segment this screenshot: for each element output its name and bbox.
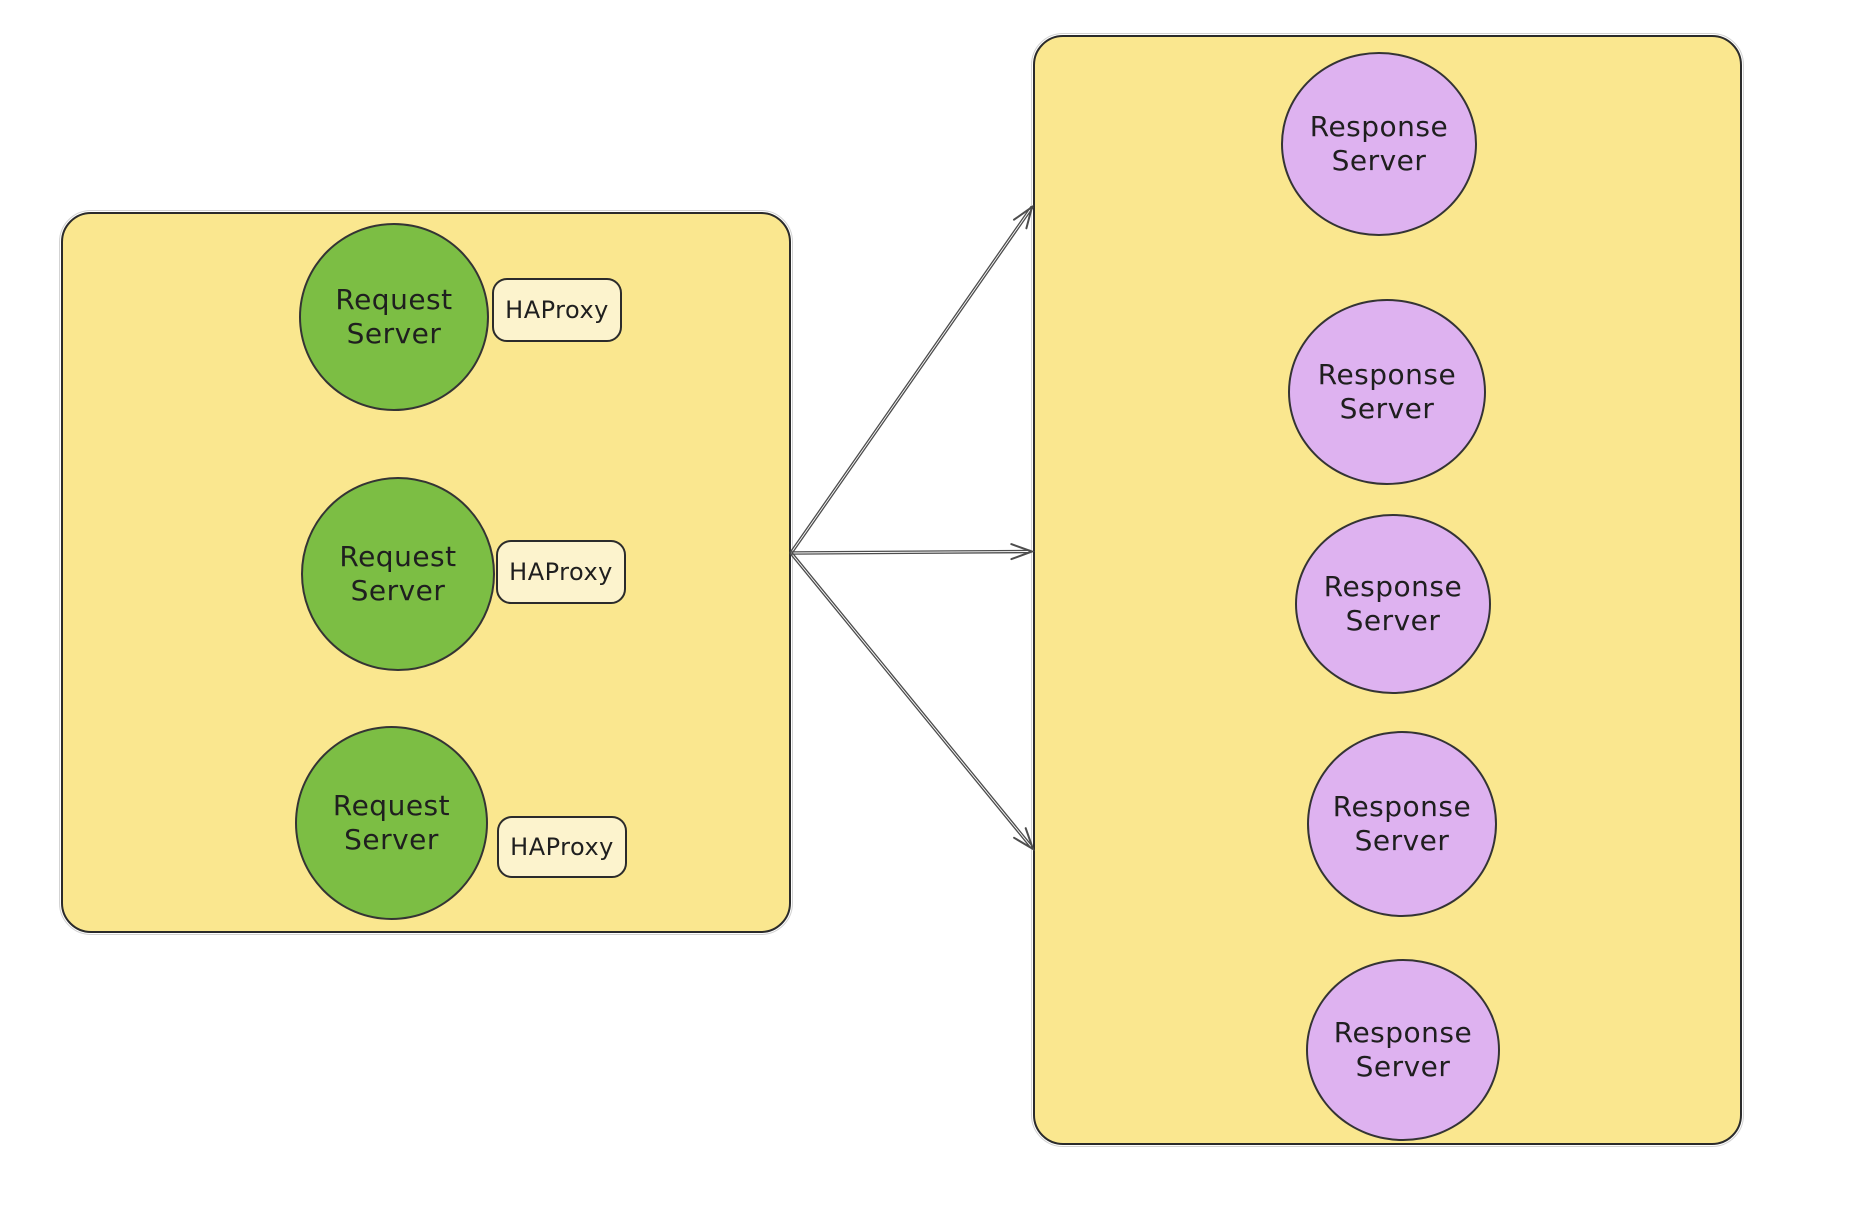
node-label-line: Server <box>1345 604 1441 637</box>
haproxy-box: HAProxy <box>496 540 626 604</box>
response-server-node: Response Server <box>1288 299 1486 485</box>
node-label-line: Response <box>1332 790 1472 824</box>
arrow-to-bottom-response <box>789 551 1035 852</box>
node-label-line: Response <box>1333 1016 1473 1050</box>
node-label-line: Server <box>1355 1050 1451 1083</box>
node-label-line: Server <box>1331 144 1427 177</box>
response-server-node: Response Server <box>1306 959 1500 1141</box>
arrow-to-middle-response <box>790 543 1035 561</box>
request-server-node: Request Server <box>295 726 488 920</box>
node-label-line: Server <box>1354 824 1450 857</box>
node-label-line: Response <box>1317 358 1457 392</box>
node-label-line: Server <box>346 317 442 350</box>
node-label-line: Server <box>350 574 446 607</box>
haproxy-label: HAProxy <box>510 833 614 861</box>
node-label-line: Request <box>339 540 457 574</box>
response-server-node: Response Server <box>1295 514 1491 694</box>
node-label-line: Response <box>1323 570 1463 604</box>
haproxy-label: HAProxy <box>509 558 613 586</box>
haproxy-box: HAProxy <box>492 278 622 342</box>
request-server-node: Request Server <box>301 477 495 671</box>
node-label-line: Response <box>1309 110 1449 144</box>
haproxy-box: HAProxy <box>497 816 627 878</box>
response-server-node: Response Server <box>1307 731 1497 917</box>
request-server-node: Request Server <box>299 223 489 411</box>
node-label-line: Server <box>344 823 439 856</box>
response-server-node: Response Server <box>1281 52 1477 236</box>
node-label-line: Server <box>1339 392 1435 425</box>
arrow-to-top-response <box>789 204 1034 555</box>
node-label-line: Request <box>332 789 451 823</box>
node-label-line: Request <box>335 283 453 317</box>
haproxy-label: HAProxy <box>505 296 609 324</box>
